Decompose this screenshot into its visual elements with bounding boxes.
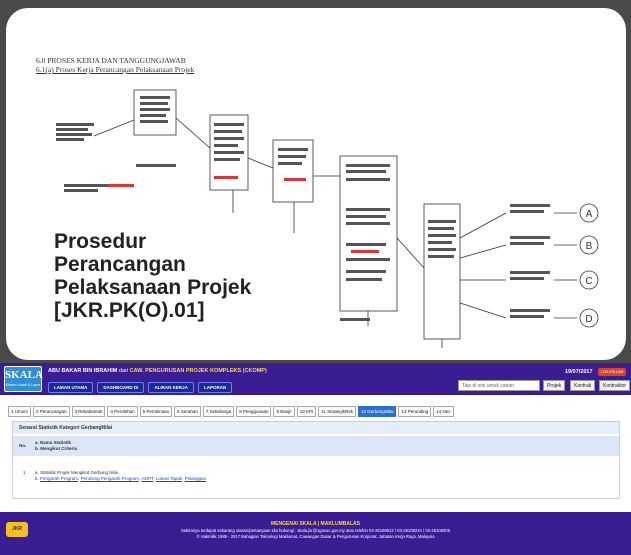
flow-output-label-c: C bbox=[585, 276, 592, 287]
module-tabs: 1 Umum 2 Perancangan 3 Rekabentuk 4 Pero… bbox=[8, 406, 454, 417]
tab-banjir[interactable]: 9 Banjir bbox=[273, 406, 295, 417]
flow-box-4 bbox=[339, 155, 398, 312]
logo-text: SKALA bbox=[5, 369, 43, 381]
slide-title-line3: Pelaksanaan Projek bbox=[54, 276, 252, 299]
link-penolong-pengarah-program[interactable]: Penolong Pengarah Program bbox=[80, 476, 139, 481]
flow-box-5 bbox=[423, 203, 461, 340]
current-date: 19/07/2017 bbox=[565, 369, 593, 375]
slide-title-line4: [JKR.PK(O).01] bbox=[54, 299, 205, 322]
slide-header-line2: 6.1(a) Proses Kerja Perancangan Pelaksan… bbox=[36, 65, 195, 74]
nav-aliran-kerja[interactable]: ALIRAN KERJA bbox=[148, 382, 194, 393]
app-footer: JKR MENGENAI SKALA | MAKLUMBALAS Sekiran… bbox=[0, 512, 631, 555]
tab-umum[interactable]: 1 Umum bbox=[8, 406, 32, 417]
tab-perunding[interactable]: 13 Perunding bbox=[398, 406, 432, 417]
link-pelanggan[interactable]: Pelanggan bbox=[184, 476, 207, 481]
footer-links[interactable]: MENGENAI SKALA | MAKLUMBALAS bbox=[271, 521, 360, 527]
search-input[interactable]: Taip di sini untuk carian bbox=[458, 380, 540, 391]
slide-panel: 6.0 PROSES KERJA DAN TANGGUNGJAWAB 6.1(a… bbox=[6, 8, 626, 360]
flow-output-d bbox=[579, 308, 599, 328]
tab-rekabentuk[interactable]: 3 Rekabentuk bbox=[71, 406, 106, 417]
flow-box-1 bbox=[133, 89, 177, 136]
statistics-panel: Senarai Statistik Kategori GerbangNilai … bbox=[12, 421, 620, 499]
user-org: CAW. PENGURUSAN PROJEK KOMPLEKS (CKOMP) bbox=[129, 368, 267, 374]
tab-kpi[interactable]: 10 KPI bbox=[296, 406, 317, 417]
user-info: ABU BAKAR BIN IBRAHIM dari CAW. PENGURUS… bbox=[48, 368, 267, 374]
slide-title-line1: Prosedur bbox=[54, 230, 147, 253]
flowchart-diagram: A B C D bbox=[56, 89, 599, 348]
flow-box-3 bbox=[272, 139, 314, 203]
tab-pembinaan[interactable]: 5 Pembinaan bbox=[139, 406, 173, 417]
slide-header-line1: 6.0 PROSES KERJA DAN TANGGUNGJAWAB bbox=[36, 56, 186, 65]
user-name: ABU BAKAR BIN IBRAHIM bbox=[48, 368, 118, 374]
logo-subtext: Sistem Kawal & Lapor bbox=[5, 383, 41, 387]
row-statistic-name: a. Statistik Projek Mengikut Gerbang Nil… bbox=[35, 470, 119, 475]
link-lokasi-tapak[interactable]: Lokasi Tapak bbox=[155, 476, 183, 481]
header-no: No. bbox=[19, 443, 27, 448]
nav-dashboard[interactable]: DASHBOARD DI bbox=[97, 382, 145, 393]
tab-seliaharga[interactable]: 7 Seliaharga bbox=[202, 406, 235, 417]
flow-output-label-b: B bbox=[586, 241, 593, 252]
jkr-logo: JKR bbox=[6, 522, 28, 537]
header-nama-statistik: a. Nama Statistik bbox=[35, 440, 72, 445]
footer-text: Sekiranya terdapat sebarang ulasan/perta… bbox=[0, 528, 631, 540]
search-kontraktor-button[interactable]: Kontraktor bbox=[599, 380, 631, 391]
criteria-prefix: b. bbox=[35, 476, 39, 481]
logout-button[interactable]: LOG KELUAR bbox=[598, 368, 627, 376]
search-projek-button[interactable]: Projek bbox=[543, 380, 566, 391]
flow-output-a bbox=[579, 203, 599, 223]
flow-output-b bbox=[579, 235, 599, 255]
row-criteria-links: b. Pengarah Program, Penolong Pengarah P… bbox=[35, 476, 207, 481]
tab-serahan[interactable]: 6 Serahan bbox=[174, 406, 201, 417]
flow-output-label-d: D bbox=[585, 314, 592, 325]
skala-logo[interactable]: SKALA Sistem Kawal & Lapor bbox=[4, 366, 43, 392]
skala-app: SKALA Sistem Kawal & Lapor ABU BAKAR BIN… bbox=[0, 363, 631, 555]
tab-strategikrek[interactable]: 11 StrategikRek bbox=[318, 406, 356, 417]
nav-laporan[interactable]: LAPORAN bbox=[197, 382, 233, 393]
main-nav: LAMAN UTAMA DASHBOARD DI ALIRAN KERJA LA… bbox=[48, 382, 233, 393]
slide-title-line2: Perancangan bbox=[54, 253, 186, 276]
link-hopt[interactable]: HOPT bbox=[141, 476, 154, 481]
footer-contact: Sekiranya terdapat sebarang ulasan/perta… bbox=[180, 528, 451, 533]
tab-penggunaan[interactable]: 8 Penggunaan bbox=[236, 406, 272, 417]
flow-output-c bbox=[579, 270, 599, 290]
search-kontrak-button[interactable]: Kontrak bbox=[570, 380, 596, 391]
flow-output-label-a: A bbox=[586, 209, 593, 220]
slide-title: Prosedur Perancangan Pelaksanaan Projek … bbox=[54, 230, 304, 322]
table-header: No. a. Nama Statistik b. Mengikut Criter… bbox=[13, 436, 619, 456]
link-pengarah-program[interactable]: Pengarah Program bbox=[40, 476, 79, 481]
table-row: 1 a. Statistik Projek Mengikut Gerbang N… bbox=[13, 466, 619, 488]
tab-perancangan[interactable]: 2 Perancangan bbox=[33, 406, 70, 417]
flow-box-2 bbox=[209, 114, 249, 191]
tab-perolehan[interactable]: 4 Perolehan bbox=[107, 406, 138, 417]
nav-laman-utama[interactable]: LAMAN UTAMA bbox=[48, 382, 94, 393]
footer-copyright: © Hakmilik 1985 - 2017 Bahagian Teknolog… bbox=[196, 534, 435, 539]
tab-gerbangnilai[interactable]: 12 GerbangNilai bbox=[357, 406, 397, 417]
panel-title: Senarai Statistik Kategori GerbangNilai bbox=[13, 422, 619, 434]
app-header: SKALA Sistem Kawal & Lapor ABU BAKAR BIN… bbox=[0, 363, 631, 395]
tab-nec[interactable]: 14 Nec bbox=[433, 406, 454, 417]
row-number: 1 bbox=[23, 470, 26, 475]
slide-header: 6.0 PROSES KERJA DAN TANGGUNGJAWAB 6.1(a… bbox=[36, 56, 194, 74]
header-mengikut-criteria: b. Mengikut Criteria bbox=[35, 446, 78, 451]
user-connector: dari bbox=[118, 368, 129, 374]
